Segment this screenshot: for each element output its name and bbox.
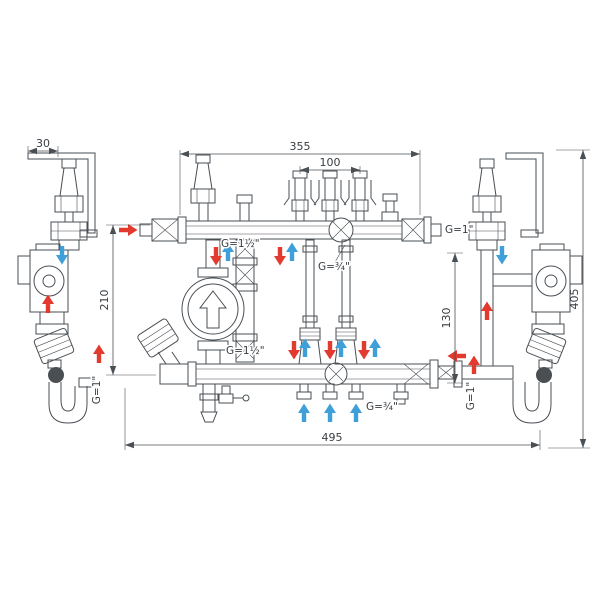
left-assembly [17,152,98,424]
label-connection-upper-mid: G=¾" [318,261,350,273]
upper-manifold [139,216,442,244]
return-bend-pipe [48,377,94,424]
center-assembly [137,154,463,423]
label-connection-lower-left: G=1½" [226,345,265,357]
supply-arrow [324,341,336,360]
pump-union [35,311,69,335]
isolation-valve [50,221,88,251]
supply-arrow [93,344,105,363]
return-arrow [350,403,362,422]
return-arrow [496,246,508,265]
return-arrow [335,338,347,357]
connection-pipe [461,365,514,380]
air-vent-valve [472,158,502,223]
supply-arrow [468,355,480,374]
flow-arrows [42,224,508,422]
supply-arrow [274,247,286,266]
dimensions: 30 355 100 210 130 405 495 [27,137,590,450]
bottom-outlet-2 [322,383,338,400]
supply-arrow [42,294,54,313]
air-vent-valve [54,158,84,223]
label-connection-upper-left: G=1½" [221,238,260,250]
outlet-fitting-1 [283,170,317,222]
drain-assembly [199,383,250,423]
supply-arrow [447,350,466,362]
bottom-outlet-1 [296,383,312,400]
supply-arrow [358,341,370,360]
fill-valve [236,194,253,222]
supply-arrow [481,301,493,320]
dim-outlet-spacing: 100 [320,156,341,169]
dim-inner-height: 130 [440,308,453,329]
thermostatic-mixing-valve [137,318,179,358]
capped-outlet-bottom [393,383,409,405]
pump-direction-arrow [198,290,228,329]
capped-outlet-top [381,193,399,222]
valve-insert-1 [298,327,322,365]
connecting-pipe-1 [302,239,318,329]
mounting-bracket [505,152,544,238]
dim-bracket-width: 30 [36,137,50,150]
manifold-air-vent [190,154,216,222]
return-arrow [298,403,310,422]
shutoff-valve [536,367,552,383]
right-assembly [461,152,583,424]
label-connection-lower-mid: G=¾" [366,401,398,413]
connecting-pipe-2 [338,239,354,329]
shutoff-valve [48,367,64,383]
thermostatic-head [525,327,567,369]
pump-union [531,311,565,335]
label-connection-upper-right: G=1" [445,224,473,236]
return-arrow [56,246,68,265]
thermostatic-head [33,327,75,369]
return-arrow [324,403,336,422]
return-bend-pipe [512,380,552,424]
connection-labels: G=1" G=1½" G=¾" G=1½" G=¾" G=1" G=1" [90,223,479,415]
supply-arrow [119,224,138,236]
valve-insert-2 [334,327,358,365]
lower-manifold [157,351,463,389]
main-circulation-pump [181,239,245,365]
outlet-fitting-2 [313,170,347,222]
dim-upper-span: 355 [290,140,311,153]
dim-total-width: 495 [322,431,343,444]
label-connection-right-vertical: G=1" [465,382,477,410]
outlet-fitting-3 [343,170,377,222]
label-connection-left-vertical: G=1" [91,376,103,404]
return-arrow [299,338,311,357]
return-arrow [286,242,298,261]
circulation-pump [531,243,583,313]
return-arrow [369,338,381,357]
bottom-outlet-3 [348,383,364,400]
dim-left-height: 210 [98,290,111,311]
supply-arrow [288,341,300,360]
dim-total-height: 405 [568,289,581,310]
isolation-valve [468,221,506,251]
